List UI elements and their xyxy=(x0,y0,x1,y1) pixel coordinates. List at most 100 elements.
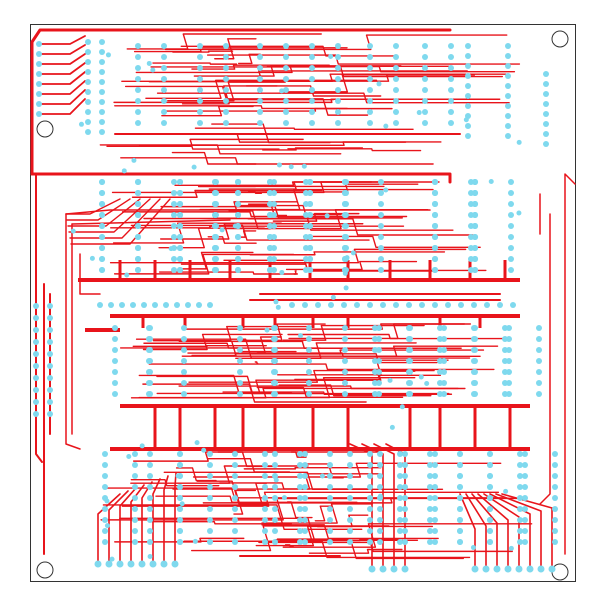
pad xyxy=(147,484,153,490)
pad xyxy=(99,39,105,45)
pad xyxy=(432,223,438,229)
pad xyxy=(99,49,105,55)
pad xyxy=(432,267,438,273)
pad xyxy=(97,302,103,308)
pad xyxy=(472,325,478,331)
pad xyxy=(432,484,438,490)
pad xyxy=(397,473,403,479)
pad xyxy=(487,539,493,545)
pad xyxy=(407,347,413,353)
pad xyxy=(367,517,373,523)
pad xyxy=(147,495,153,501)
pad xyxy=(437,369,443,375)
pad xyxy=(522,539,528,545)
pad xyxy=(397,451,403,457)
pad xyxy=(177,245,183,251)
pad xyxy=(171,256,177,262)
pad xyxy=(102,506,108,512)
pad xyxy=(347,462,353,468)
pad xyxy=(302,462,308,468)
pad xyxy=(437,358,443,364)
trace xyxy=(287,333,508,340)
pad xyxy=(372,380,378,386)
pad xyxy=(141,302,147,308)
pad xyxy=(448,120,454,126)
pad xyxy=(272,528,278,534)
pad xyxy=(262,462,268,468)
pad xyxy=(372,391,378,397)
pad xyxy=(307,190,313,196)
pad xyxy=(517,539,523,545)
pad xyxy=(85,39,91,45)
pad xyxy=(419,302,425,308)
pad xyxy=(147,336,153,342)
pad xyxy=(207,473,213,479)
pad xyxy=(150,67,156,73)
pad xyxy=(161,65,167,71)
pad xyxy=(262,506,268,512)
pad xyxy=(432,517,438,523)
pad xyxy=(389,424,395,430)
pad xyxy=(448,76,454,82)
pad xyxy=(297,462,303,468)
pad xyxy=(177,462,183,468)
pad xyxy=(301,163,307,169)
mounting-hole-bottom-right xyxy=(551,563,569,581)
pad xyxy=(543,71,549,77)
pad xyxy=(378,256,384,262)
pad xyxy=(347,484,353,490)
trace xyxy=(38,98,86,115)
pad xyxy=(213,245,219,251)
trace xyxy=(164,34,508,51)
pad xyxy=(505,53,511,59)
pad xyxy=(85,49,91,55)
pad xyxy=(177,528,183,534)
pad xyxy=(232,495,238,501)
pad xyxy=(327,506,333,512)
pad xyxy=(283,65,289,71)
pad xyxy=(197,87,203,93)
pad xyxy=(306,347,312,353)
pad xyxy=(393,65,399,71)
pad xyxy=(237,336,243,342)
pad xyxy=(526,565,534,573)
pad xyxy=(402,473,408,479)
pad xyxy=(347,517,353,523)
pad xyxy=(104,523,110,529)
pad xyxy=(237,358,243,364)
pad xyxy=(335,98,341,104)
pad xyxy=(307,212,313,218)
pad xyxy=(161,54,167,60)
pad xyxy=(335,43,341,49)
pad xyxy=(297,495,303,501)
pad xyxy=(422,120,428,126)
pad xyxy=(207,528,213,534)
pad xyxy=(281,495,287,501)
pad xyxy=(267,234,273,240)
pad xyxy=(367,484,373,490)
pad xyxy=(235,256,241,262)
pad xyxy=(309,98,315,104)
pad xyxy=(147,380,153,386)
pad xyxy=(432,179,438,185)
pad xyxy=(177,212,183,218)
pad xyxy=(135,212,141,218)
pad xyxy=(487,517,493,523)
pad xyxy=(448,98,454,104)
pad xyxy=(307,179,313,185)
pad xyxy=(505,63,511,69)
pad xyxy=(302,473,308,479)
pad xyxy=(432,201,438,207)
pad xyxy=(177,267,183,273)
trace xyxy=(187,352,481,357)
pad xyxy=(548,565,556,573)
pad xyxy=(335,87,341,93)
pad xyxy=(181,369,187,375)
pad xyxy=(432,302,438,308)
pad xyxy=(378,234,384,240)
pad xyxy=(393,87,399,93)
pad xyxy=(272,539,278,545)
trace xyxy=(38,80,86,95)
pad xyxy=(319,473,325,479)
pad xyxy=(135,201,141,207)
